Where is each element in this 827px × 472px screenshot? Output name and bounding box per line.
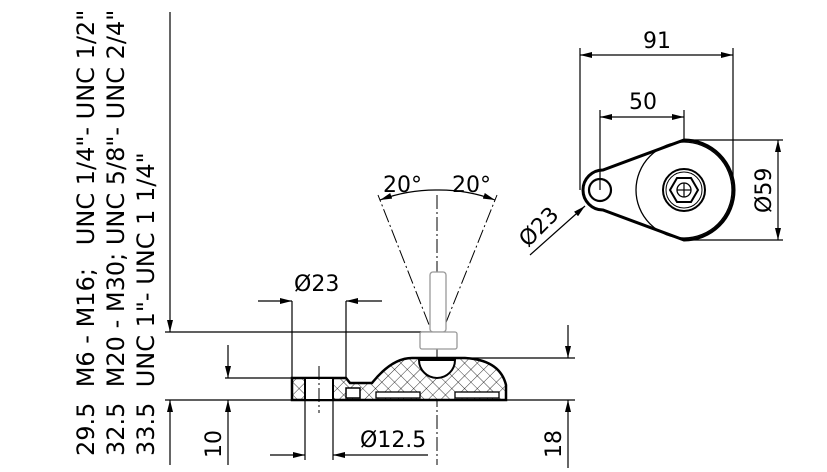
total-height-label: 18: [542, 430, 567, 458]
thread-row-2: 32.5 M20 - M30; UNC 5/8"- UNC 2/4": [102, 10, 130, 456]
top-pad-diameter-label: Ø23: [515, 203, 565, 253]
base-diameter-label: Ø59: [752, 168, 777, 213]
pad-diameter-label: Ø23: [294, 272, 339, 297]
tilt-left-label: 20°: [383, 173, 422, 198]
top-view: 91 50 Ø59 Ø23: [515, 29, 783, 256]
tilt-right-label: 20°: [452, 173, 491, 198]
base-outline: [581, 138, 736, 242]
overall-length-label: 91: [643, 29, 671, 54]
side-view: 20° 20° Ø23 10 Ø12.5 18: [202, 173, 575, 468]
ball-joint: [417, 359, 457, 379]
hex-nut-top: [668, 177, 700, 203]
center-distance-label: 50: [629, 90, 657, 115]
thread-row-1: 29.5 M6 - M16; UNC 1/4"- UNC 1/2": [72, 10, 100, 456]
hex-nut: [419, 331, 458, 350]
pad-height-label: 10: [202, 430, 227, 458]
hole-diameter-label: Ø12.5: [360, 428, 426, 453]
thread-row-3: 33.5 UNC 1"- UNC 1 1/4": [132, 152, 160, 456]
thread-table: 29.5 M6 - M16; UNC 1/4"- UNC 1/2" 32.5 M…: [72, 10, 160, 456]
threaded-stud: [429, 271, 447, 333]
